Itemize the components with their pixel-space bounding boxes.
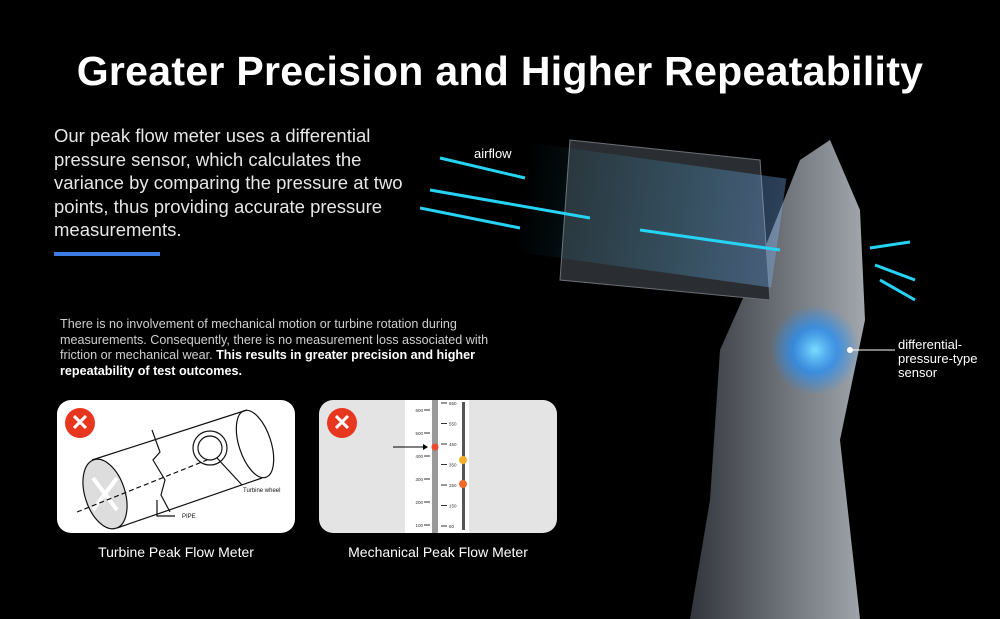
x-mark-icon: ✕ [65,408,95,438]
mechanical-scale-illustration: 600 500 400 300 200 100 650 550 450 350 250 150 60 [393,400,469,533]
pipe-label: PIPE [182,514,196,520]
mechanical-meter-card: 600 500 400 300 200 100 650 550 450 350 250 150 60 ✕ [319,400,557,533]
scale-label: 500 [415,431,423,436]
turbine-caption: Turbine Peak Flow Meter [98,544,254,560]
scale-label: 200 [415,500,423,505]
sensor-glow [770,305,860,395]
scale-label: 550 [449,422,457,427]
detail-bold: This results in greater precision and hi… [60,348,476,378]
scale-label: 350 [449,463,457,468]
scale-label: 400 [415,454,423,459]
scale-label: 600 [415,408,423,413]
scale-label: 450 [449,442,457,447]
handle [690,140,865,619]
scale-label: 60 [449,524,455,529]
detail-text: There is no involvement of mechanical mo… [60,317,500,379]
sensor-label: differential-pressure-type sensor [898,337,978,380]
peak-flow-meter-device [420,139,916,619]
scale-label: 100 [415,523,423,528]
turbine-wheel-label: Turbine wheel [243,488,280,494]
mechanical-caption: Mechanical Peak Flow Meter [348,544,528,560]
intro-text: Our peak flow meter uses a differential … [54,125,403,240]
accent-divider [54,252,160,256]
page-title: Greater Precision and Higher Repeatabili… [76,48,924,94]
scale-label: 250 [449,483,457,488]
turbine-pipe-illustration: Turbine wheel PIPE [76,409,280,530]
scale-label: 300 [415,477,423,482]
scale-label: 650 [449,401,457,406]
airflow-label: airflow [474,146,512,161]
airflow-arrows [420,156,916,302]
detail-normal: There is no involvement of mechanical mo… [60,317,489,362]
turbine-meter-card: Turbine wheel PIPE ✕ [57,400,295,533]
scale-label: 150 [449,504,457,509]
x-mark-icon: ✕ [327,408,357,438]
